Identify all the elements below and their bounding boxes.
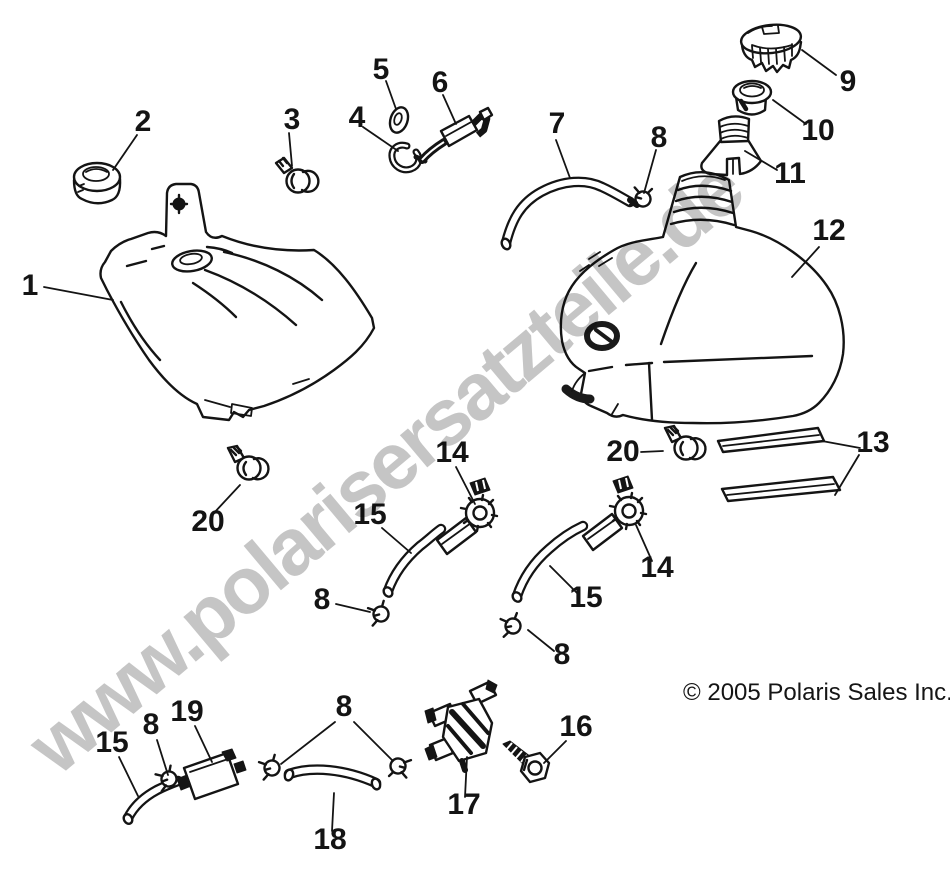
callout-label: 6 (432, 66, 449, 99)
callout-label: 5 (373, 53, 390, 86)
callout-label: 18 (313, 823, 346, 856)
washer-part-5 (388, 106, 410, 134)
callout-label: 12 (812, 214, 845, 247)
cap-bushing-part-10 (731, 79, 773, 116)
outlet-hose-right-parts-14-15 (511, 475, 648, 603)
callout-label: 17 (447, 788, 480, 821)
callout-label: 16 (559, 710, 592, 743)
callout-label: 20 (606, 435, 639, 468)
callout-label: 14 (640, 551, 674, 584)
fuel-cap-part-9 (739, 23, 803, 74)
callout-label: 19 (170, 695, 203, 728)
callout-label: 13 (856, 426, 889, 459)
callout-label: 14 (435, 436, 469, 469)
outlet-hose-left-parts-14-15 (382, 477, 499, 598)
callout-label: 8 (314, 583, 331, 616)
callout-label: 4 (349, 101, 366, 134)
screw-part-3 (274, 156, 320, 194)
copyright-notice: © 2005 Polaris Sales Inc. (683, 679, 950, 706)
vent-hose-part-7 (500, 176, 640, 251)
callout-label: 8 (651, 121, 668, 154)
callout-label: 8 (336, 690, 353, 723)
fuel-valve-part-17 (424, 679, 498, 773)
callout-label: 2 (135, 105, 152, 138)
screw-part-20-right (663, 424, 707, 461)
callout-label: 10 (801, 114, 834, 147)
filler-cover-part-11 (700, 115, 763, 177)
filter-hose-parts-15-19 (122, 748, 247, 825)
fuel-tank-part-12 (559, 171, 845, 425)
callout-label: 7 (549, 107, 566, 140)
callout-label: 15 (95, 726, 128, 759)
oil-tank-part-1 (99, 182, 376, 422)
hose-clamp-part-8 (366, 599, 392, 627)
callout-label: 15 (353, 498, 386, 531)
grommet-part-2 (72, 161, 122, 205)
screw-part-20-left (226, 444, 270, 481)
hose-clamp-part-8 (257, 753, 283, 781)
callout-label: 11 (774, 157, 806, 190)
callout-label: 15 (569, 581, 602, 614)
leader-lines (43, 49, 861, 832)
retainer-part-6 (418, 106, 494, 164)
straight-hose-part-18 (283, 764, 382, 791)
callout-label: 1 (22, 269, 39, 302)
screw-part-16 (502, 740, 551, 784)
callout-label: 9 (840, 65, 857, 98)
callout-label: 8 (143, 708, 160, 741)
callout-label: 3 (284, 103, 301, 136)
callout-label: 20 (191, 505, 224, 538)
strips-part-13 (716, 426, 842, 503)
hose-clamp-part-8 (498, 611, 524, 638)
callout-label: 8 (554, 638, 571, 671)
